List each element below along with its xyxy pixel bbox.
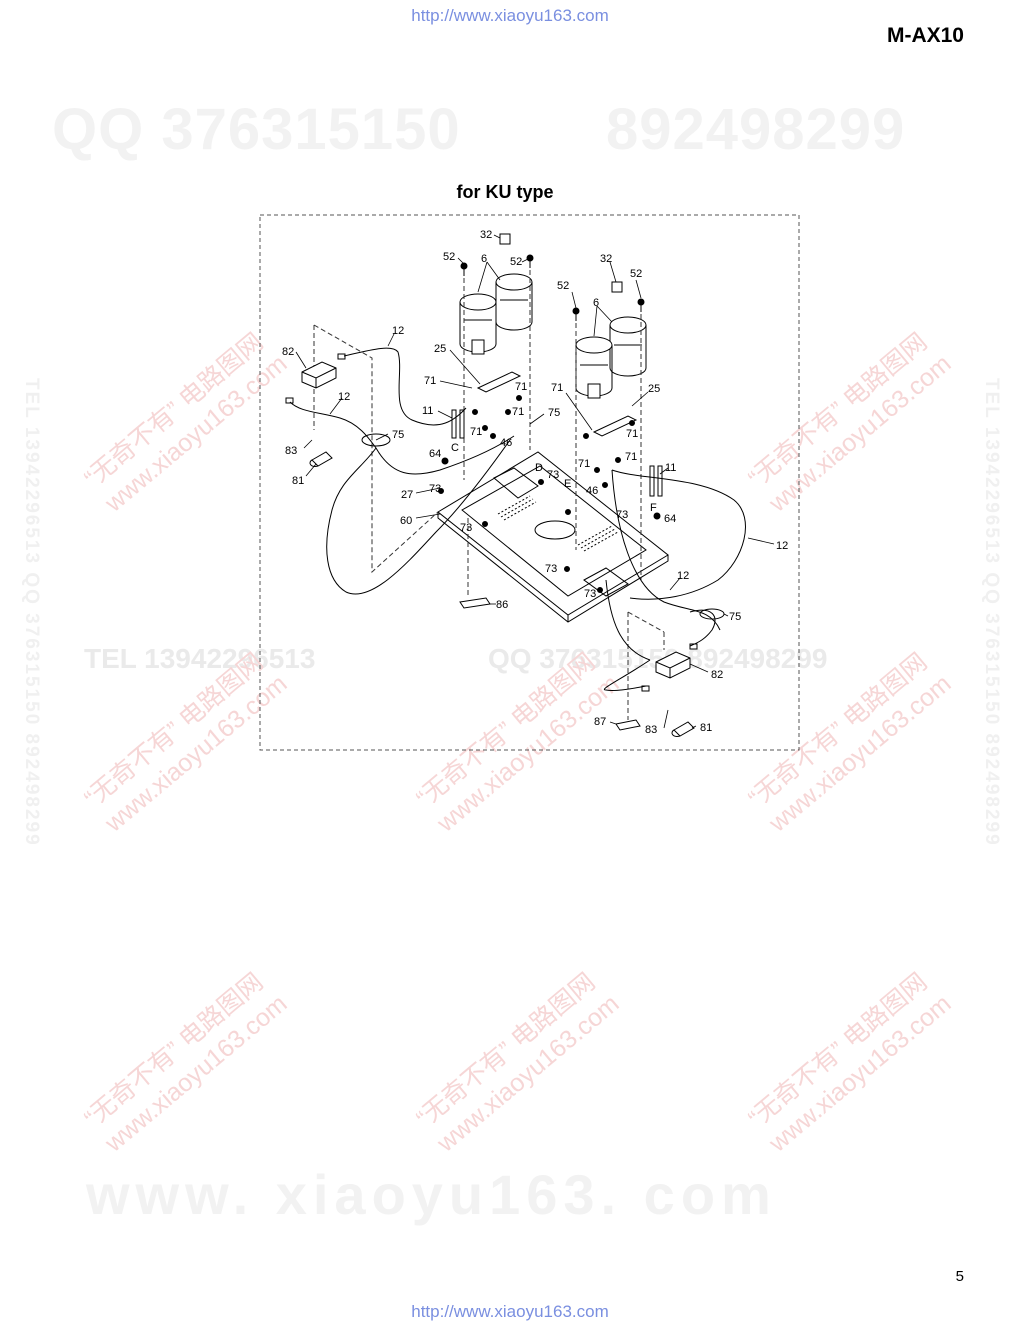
callout-32: 32	[480, 229, 492, 241]
callout-46: 46	[500, 437, 512, 449]
callout-83: 83	[285, 445, 297, 457]
callout-73: 73	[547, 469, 559, 481]
callout-71: 71	[470, 426, 482, 438]
fuse-holder-right	[641, 643, 698, 692]
fuse-holder-left	[285, 353, 346, 404]
leader-lines	[295, 234, 775, 729]
callout-12: 12	[776, 540, 788, 552]
callout-86: 86	[496, 599, 508, 611]
diagram-title: for KU type	[456, 182, 554, 202]
callout-52: 52	[510, 256, 522, 268]
watermark-tel: TEL 13942296513	[84, 643, 316, 674]
wiring-harness	[289, 347, 746, 691]
callout-75: 75	[392, 429, 404, 441]
callout-46: 46	[586, 485, 598, 497]
callout-D: D	[535, 462, 543, 474]
callout-73: 73	[545, 563, 557, 575]
callout-C: C	[451, 442, 459, 454]
footer-url[interactable]: http://www.xiaoyu163.com	[411, 1302, 609, 1321]
bracket-right	[592, 415, 638, 437]
callout-71: 71	[551, 382, 563, 394]
callout-73: 73	[460, 522, 472, 534]
callout-87: 87	[594, 716, 606, 728]
tag-86	[459, 597, 491, 609]
callout-52: 52	[630, 268, 642, 280]
page-number: 5	[955, 1268, 964, 1285]
assembly-guides	[313, 270, 665, 720]
callout-82: 82	[282, 346, 294, 358]
callout-81: 81	[700, 722, 712, 734]
callout-12: 12	[392, 325, 404, 337]
callout-64: 64	[664, 513, 676, 525]
fuse-left	[309, 451, 333, 467]
callout-64: 64	[429, 448, 441, 460]
callout-25: 25	[648, 383, 660, 395]
callout-6: 6	[481, 253, 487, 265]
callout-75: 75	[548, 407, 560, 419]
callout-71: 71	[626, 428, 638, 440]
callout-82: 82	[711, 669, 723, 681]
diagram-frame	[259, 214, 800, 751]
callout-73: 73	[616, 509, 628, 521]
callout-E: E	[564, 478, 571, 490]
callout-52: 52	[443, 251, 455, 263]
callout-27: 27	[401, 489, 413, 501]
callout-6: 6	[593, 297, 599, 309]
label-32-right	[611, 281, 623, 293]
callout-25: 25	[434, 343, 446, 355]
callout-F: F	[650, 502, 657, 514]
callout-32: 32	[600, 253, 612, 265]
label-32-left	[499, 233, 511, 245]
connector-11-left	[451, 409, 465, 439]
callout-12: 12	[677, 570, 689, 582]
callouts: 32 52 6 52 32 52 52 6 12 82 25 71 12 11 …	[282, 229, 788, 736]
screws	[438, 254, 661, 593]
callout-52: 52	[557, 280, 569, 292]
tag-87	[615, 719, 641, 731]
callout-73: 73	[584, 588, 596, 600]
watermark-qq-second: 892498299	[606, 97, 906, 162]
callout-71: 71	[515, 381, 527, 393]
callout-81: 81	[292, 475, 304, 487]
connector-11-right	[649, 465, 663, 497]
watermark-qq: QQ 376315150	[52, 97, 461, 162]
chassis-plate	[437, 451, 669, 623]
bracket-left	[476, 371, 522, 393]
callout-71: 71	[512, 406, 524, 418]
callout-12: 12	[338, 391, 350, 403]
header-url[interactable]: http://www.xiaoyu163.com	[411, 6, 609, 25]
watermark-site: www. xiaoyu163. com	[86, 1163, 777, 1226]
callout-71: 71	[578, 458, 590, 470]
transformer-left-pair	[459, 273, 533, 355]
callout-75: 75	[729, 611, 741, 623]
callout-71: 71	[424, 375, 436, 387]
callout-83: 83	[645, 724, 657, 736]
transformer-right-pair	[575, 316, 647, 399]
callout-11: 11	[665, 462, 676, 474]
model-number: M-AX10	[886, 24, 964, 47]
callout-11: 11	[422, 405, 433, 417]
callout-73: 73	[429, 483, 441, 495]
callout-71: 71	[625, 451, 637, 463]
fuse-right	[671, 721, 695, 737]
callout-60: 60	[400, 515, 412, 527]
